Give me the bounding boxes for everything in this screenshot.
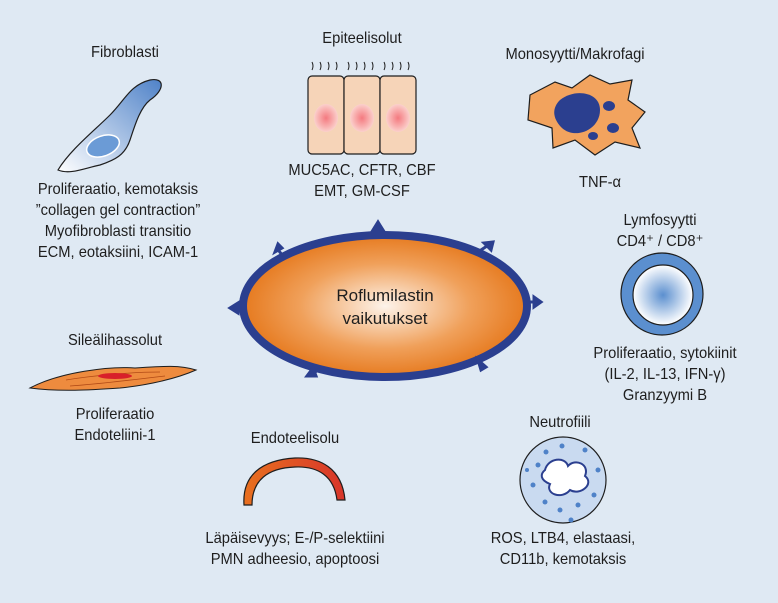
effect-text: Proliferaatio, kemotaksis: [37, 181, 199, 198]
macrophage-effects: TNF-α: [563, 172, 637, 193]
lymphocyte-subtitle: CD4⁺ / CD8⁺: [616, 233, 704, 250]
effect-text: Proliferaatio: [75, 406, 155, 423]
effect-text: Granzyymi B: [622, 387, 708, 404]
endothelial-effects: Läpäisevyys; E-/P-selektiini PMN adheesi…: [189, 528, 401, 570]
center-label-line1: Roflumilastin: [336, 286, 434, 305]
macrophage-icon: [527, 74, 646, 156]
effect-text: Endoteliini-1: [74, 427, 156, 444]
effect-text: TNF-α: [578, 174, 622, 191]
smooth-muscle-title: Sileälihassolut: [67, 332, 163, 349]
effect-text: Proliferaatio, sytokiinit: [593, 345, 737, 362]
arrow-icons: [227, 219, 544, 378]
effect-text: ”collagen gel contraction”: [35, 202, 201, 219]
neutrophil-title: Neutrofiili: [529, 414, 591, 431]
effect-text: ECM, eotaksiini, ICAM-1: [37, 244, 199, 261]
effect-text: CD11b, kemotaksis: [499, 551, 627, 568]
epithelial-title: Epiteelisolut: [322, 30, 402, 47]
effect-text: Läpäisevyys; E-/P-selektiini: [205, 530, 385, 547]
effect-text: ROS, LTB4, elastaasi,: [490, 530, 636, 547]
effect-text: MUC5AC, CFTR, CBF: [288, 162, 436, 179]
neutrophil-effects: ROS, LTB4, elastaasi, CD11b, kemotaksis: [471, 528, 655, 570]
lymphocyte-name: Lymfosyytti: [623, 212, 697, 229]
epithelial-cells-icon: [307, 61, 417, 155]
smooth-muscle-effects: Proliferaatio Endoteliini-1: [46, 404, 184, 446]
effect-text: Myofibroblasti transitio: [44, 223, 192, 240]
center-label-line2: vaikutukset: [342, 309, 428, 328]
lymphocyte-icon: [620, 252, 704, 336]
endothelial-cell-icon: [243, 457, 346, 506]
effect-text: (IL-2, IL-13, IFN-γ): [604, 366, 726, 383]
epithelial-effects: MUC5AC, CFTR, CBF EMT, GM-CSF: [270, 160, 454, 202]
center-label: Roflumilastin vaikutukset: [295, 284, 475, 330]
lymphocyte-effects: Proliferaatio, sytokiinit (IL-2, IL-13, …: [568, 343, 761, 406]
smooth-muscle-cell-icon: [28, 365, 198, 391]
endothelial-title: Endoteelisolu: [250, 430, 340, 447]
fibroblast-icon: [57, 78, 162, 173]
effect-text: PMN adheesio, apoptoosi: [210, 551, 380, 568]
lymphocyte-title: Lymfosyytti CD4⁺ / CD8⁺: [596, 210, 725, 252]
fibroblast-title: Fibroblasti: [91, 44, 159, 61]
fibroblast-effects: Proliferaatio, kemotaksis ”collagen gel …: [9, 179, 226, 263]
neutrophil-icon: [519, 436, 607, 524]
macrophage-title: Monosyytti/Makrofagi: [505, 46, 645, 63]
center-ellipse: [239, 231, 531, 381]
effect-text: EMT, GM-CSF: [314, 183, 410, 200]
